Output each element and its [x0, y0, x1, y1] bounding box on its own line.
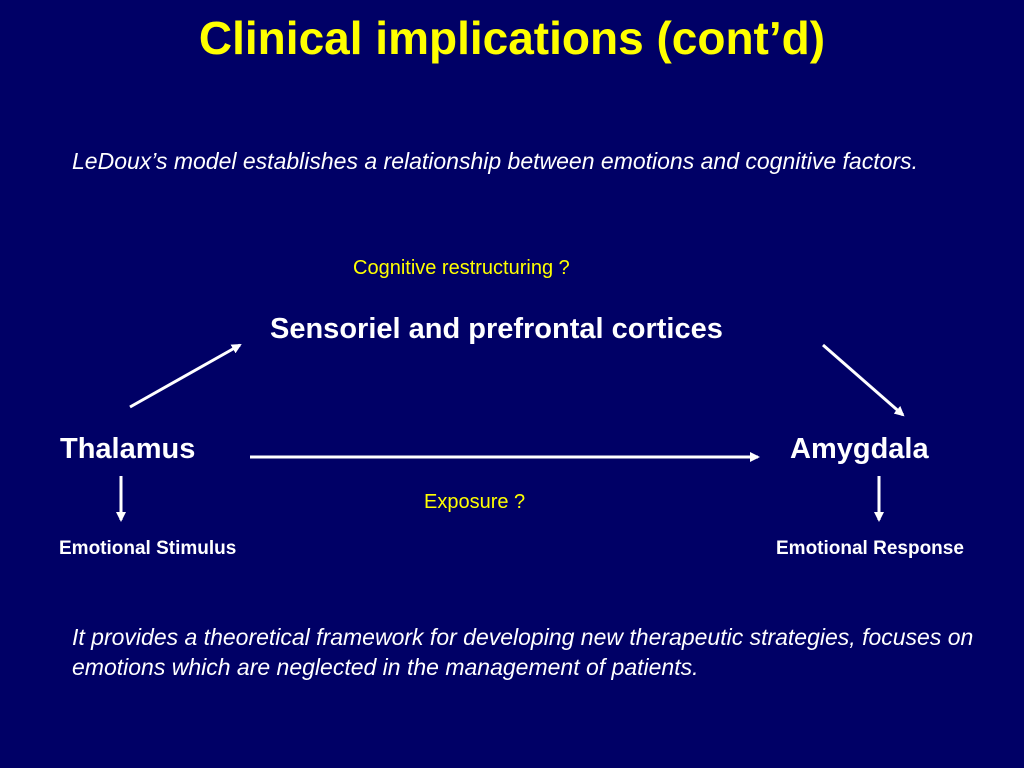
emotional-stimulus-node: Emotional Stimulus [59, 538, 237, 559]
cognitive-restructuring-note: Cognitive restructuring ? [353, 257, 570, 279]
amygdala-node: Amygdala [790, 433, 929, 465]
arrow-thalamus-to-cortices [129, 343, 242, 409]
slide-title: Clinical implications (cont’d) [198, 12, 826, 64]
exposure-note: Exposure ? [424, 491, 526, 513]
intro-text: LeDoux’s model establishes a relationshi… [72, 148, 918, 174]
conclusion-text: It provides a theoretical framework for … [72, 624, 974, 680]
emotional-response-node: Emotional Response [776, 538, 964, 559]
arrow-cortices-to-amygdala [822, 343, 905, 417]
cortices-node: Sensoriel and prefrontal cortices [270, 313, 723, 345]
thalamus-node: Thalamus [60, 433, 196, 465]
